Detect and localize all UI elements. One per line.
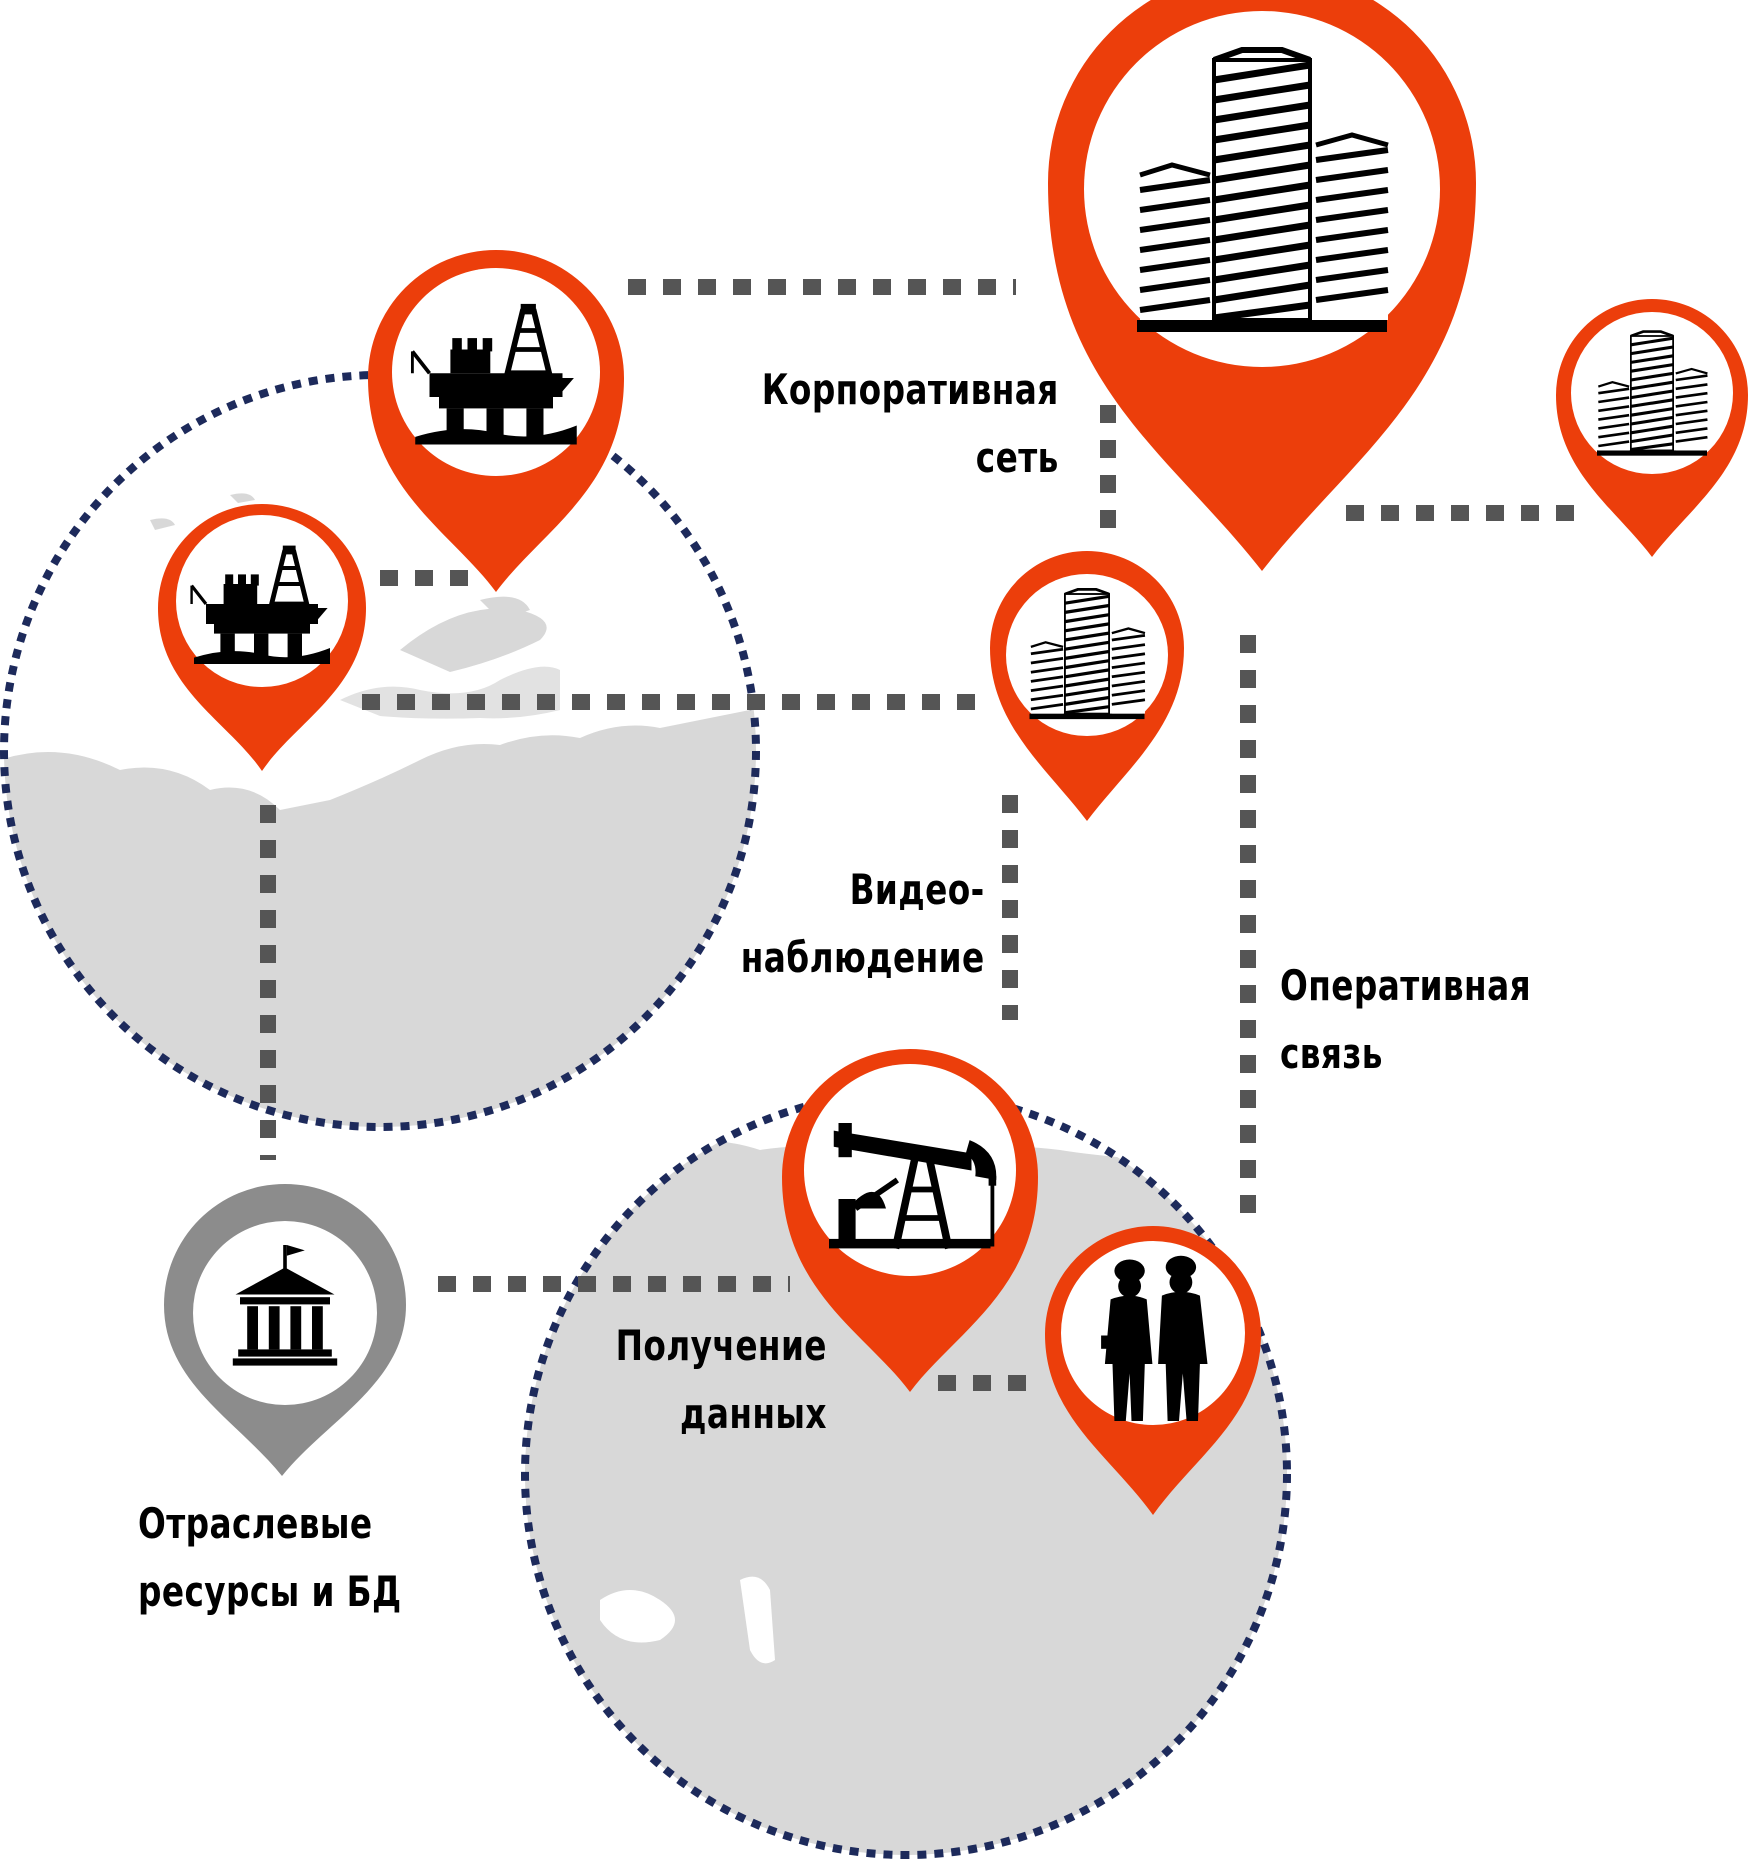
label-data-acquisition-line1: Получение (615, 1321, 827, 1370)
label-operational-comms-line2: связь (1280, 1029, 1383, 1078)
label-industry-resources: Отраслевые ресурсы и БД (138, 1490, 402, 1626)
pin-offshore-platform-2[interactable] (158, 504, 366, 771)
label-video-surveillance: Видео- наблюдение (741, 856, 985, 992)
label-industry-resources-line1: Отраслевые (138, 1499, 373, 1548)
pin-field-workers[interactable] (1045, 1226, 1261, 1515)
pin-oil-pump[interactable] (782, 1049, 1038, 1392)
label-industry-resources-line2: ресурсы и БД (138, 1567, 402, 1616)
pin-offshore-platform-1[interactable] (368, 250, 624, 592)
label-data-acquisition: Получение данных (616, 1312, 827, 1448)
connector-lines (260, 279, 1588, 1391)
label-operational-comms-line1: Оперативная (1280, 961, 1532, 1010)
label-corporate-network: Корпоративная сеть (762, 356, 1059, 492)
pin-branch-office-2[interactable] (1556, 299, 1748, 557)
label-operational-comms: Оперативная связь (1280, 952, 1531, 1088)
pin-industry-database[interactable] (163, 1183, 407, 1476)
pin-headquarters[interactable] (1048, 0, 1476, 571)
label-video-surveillance-line1: Видео- (849, 865, 985, 914)
label-data-acquisition-line2: данных (680, 1389, 827, 1438)
region-map-north (0, 371, 760, 1131)
pin-branch-office-1[interactable] (990, 551, 1184, 821)
label-corporate-network-line2: сеть (976, 433, 1059, 482)
label-corporate-network-line1: Корпоративная (762, 365, 1059, 414)
label-video-surveillance-line2: наблюдение (741, 933, 985, 982)
